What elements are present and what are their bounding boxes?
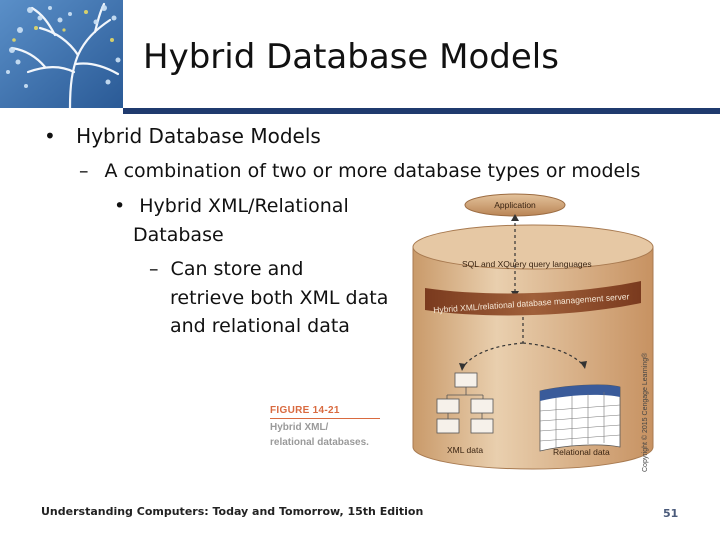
bullet-symbol: – xyxy=(149,258,159,280)
cylinder-top xyxy=(412,224,654,270)
dbms-band xyxy=(425,281,641,316)
title-divider xyxy=(123,108,720,114)
arrow-head-up xyxy=(511,214,519,221)
bullet-level3-continued: Database xyxy=(133,224,224,246)
bullet-text: Hybrid Database Models xyxy=(76,124,321,148)
bullet-symbol: • xyxy=(114,195,126,217)
bullet-level1: • Hybrid Database Models xyxy=(44,124,321,148)
query-languages-label: SQL and XQuery query languages xyxy=(462,259,592,269)
application-label: Application xyxy=(494,200,536,210)
bullet-level4: – Can store and xyxy=(149,258,303,280)
caption-rule xyxy=(270,418,380,419)
tree-logo-image xyxy=(0,0,123,108)
xml-tree-icon xyxy=(436,372,494,434)
xml-arrow xyxy=(462,342,524,368)
footer-text: Understanding Computers: Today and Tomor… xyxy=(41,505,424,518)
bullet-level3: • Hybrid XML/Relational xyxy=(114,195,349,217)
bullet-level2: – A combination of two or more database … xyxy=(79,160,640,182)
bullet-text: Hybrid XML/Relational xyxy=(139,195,349,217)
hybrid-database-diagram: Application SQL and XQuery query languag… xyxy=(405,185,660,475)
bullet-text: Can store and xyxy=(170,258,304,280)
figure-caption: FIGURE 14-21 Hybrid XML/ relational data… xyxy=(270,405,380,449)
bullet-level4-continued: and relational data xyxy=(170,315,350,337)
caption-line: Hybrid XML/ xyxy=(270,422,329,433)
caption-title: FIGURE 14-21 xyxy=(270,405,340,416)
page-number: 51 xyxy=(663,507,679,520)
relational-table-icon xyxy=(539,384,621,452)
xml-data-label: XML data xyxy=(447,445,483,455)
slide-title: Hybrid Database Models xyxy=(143,37,559,77)
bullet-symbol: • xyxy=(44,124,56,148)
bullet-symbol: – xyxy=(79,160,89,182)
relational-arrow xyxy=(522,342,584,366)
caption-line: relational databases. xyxy=(270,437,369,448)
bullet-level4-continued: retrieve both XML data xyxy=(170,287,389,309)
copyright-credit: Copyright © 2015 Cengage Learning® xyxy=(642,353,720,472)
relational-data-label: Relational data xyxy=(553,447,610,457)
bullet-text: A combination of two or more database ty… xyxy=(104,160,641,182)
